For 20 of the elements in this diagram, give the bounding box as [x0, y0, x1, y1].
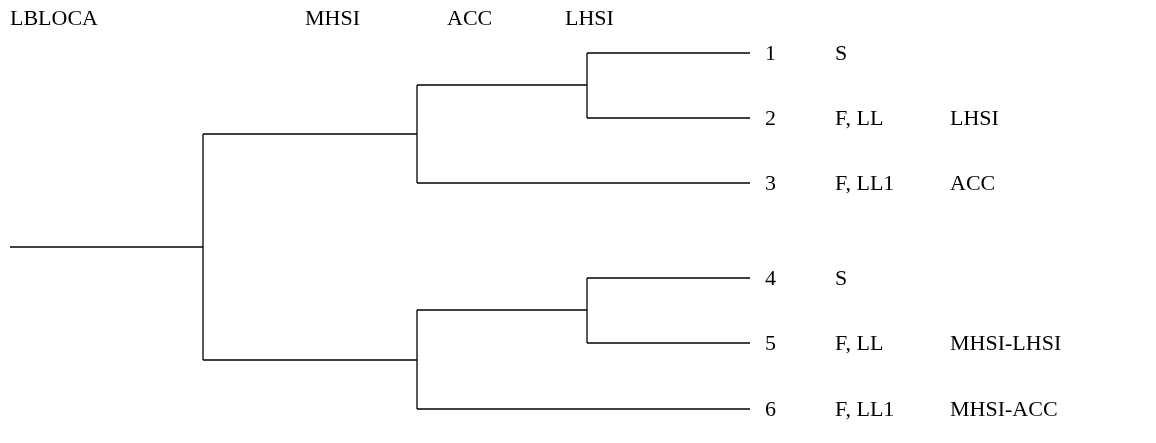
column-header: LBLOCA: [10, 5, 98, 31]
failed-system-text: MHSI-LHSI: [950, 330, 1062, 356]
failed-system-text: MHSI-ACC: [950, 396, 1058, 422]
sequence-number: 6: [765, 396, 776, 422]
outcome-text: F, LL1: [835, 170, 895, 196]
column-header: LHSI: [565, 5, 614, 31]
outcome-text: F, LL: [835, 330, 884, 356]
sequence-number: 2: [765, 105, 776, 131]
failed-system-text: ACC: [950, 170, 996, 196]
sequence-number: 5: [765, 330, 776, 356]
sequence-number: 4: [765, 265, 776, 291]
outcome-text: F, LL1: [835, 396, 895, 422]
sequence-number: 3: [765, 170, 776, 196]
outcome-text: S: [835, 40, 848, 66]
failed-system-text: LHSI: [950, 105, 999, 131]
column-header: ACC: [447, 5, 493, 31]
column-header: MHSI: [305, 5, 360, 31]
outcome-text: F, LL: [835, 105, 884, 131]
sequence-number: 1: [765, 40, 776, 66]
outcome-text: S: [835, 265, 848, 291]
